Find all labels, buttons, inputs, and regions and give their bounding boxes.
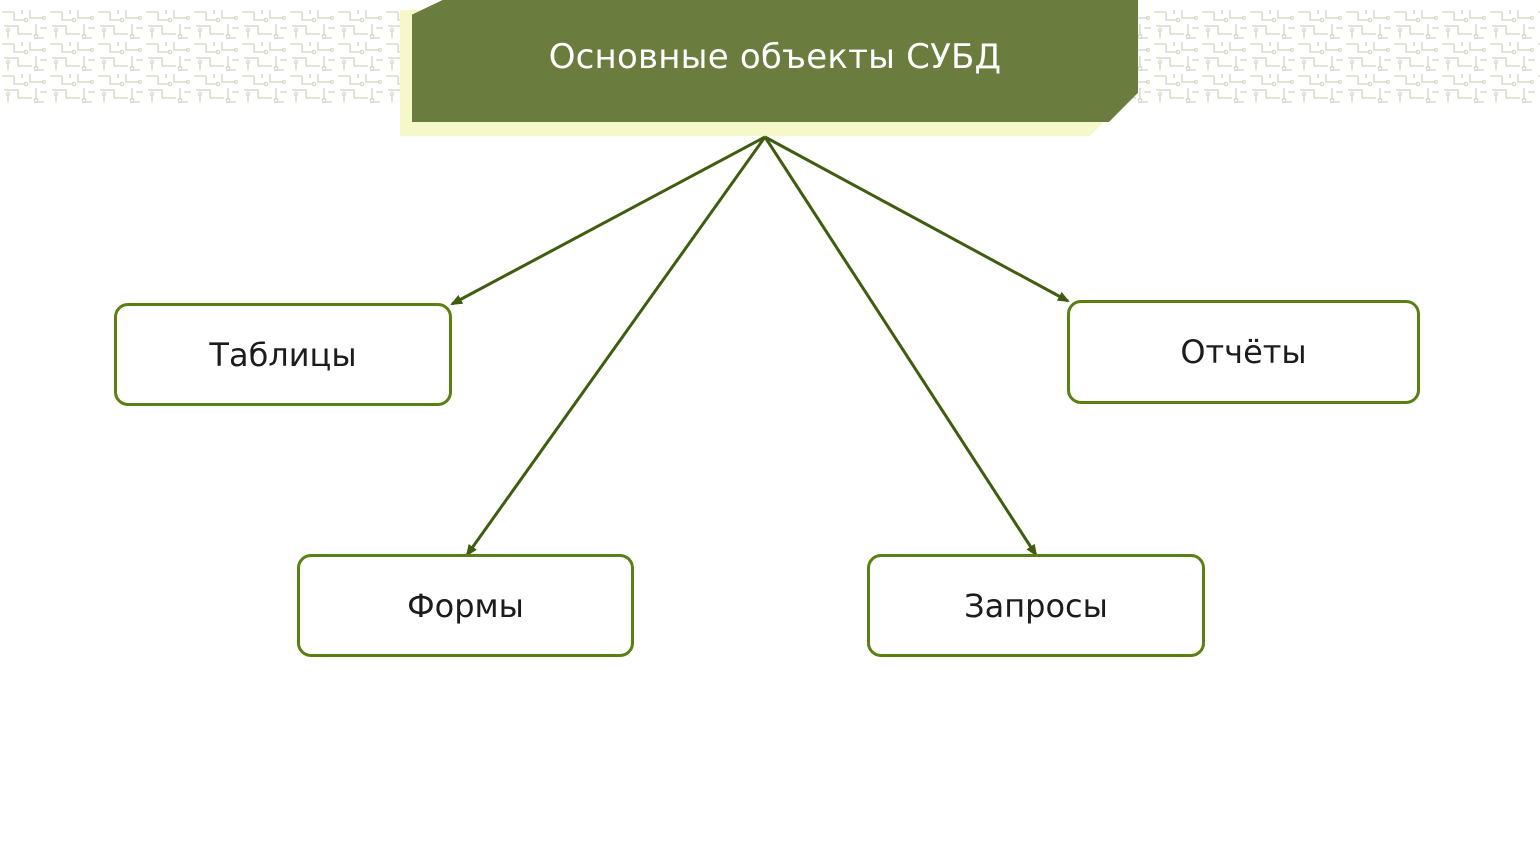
arrow-to-reports <box>764 135 1070 303</box>
arrow-to-queries <box>763 136 1038 557</box>
arrow-to-tables <box>450 135 766 306</box>
node-queries-label: Запросы <box>964 586 1108 625</box>
node-forms: Формы <box>297 554 634 657</box>
node-queries: Запросы <box>867 554 1205 657</box>
node-forms-label: Формы <box>407 586 524 625</box>
node-reports: Отчёты <box>1067 300 1420 404</box>
title-banner: Основные объекты СУБД <box>412 0 1138 122</box>
node-reports-label: Отчёты <box>1180 333 1307 371</box>
arrow-to-forms <box>465 136 767 557</box>
node-tables: Таблицы <box>114 303 452 406</box>
node-tables-label: Таблицы <box>209 335 357 374</box>
diagram-title: Основные объекты СУБД <box>548 37 1002 77</box>
